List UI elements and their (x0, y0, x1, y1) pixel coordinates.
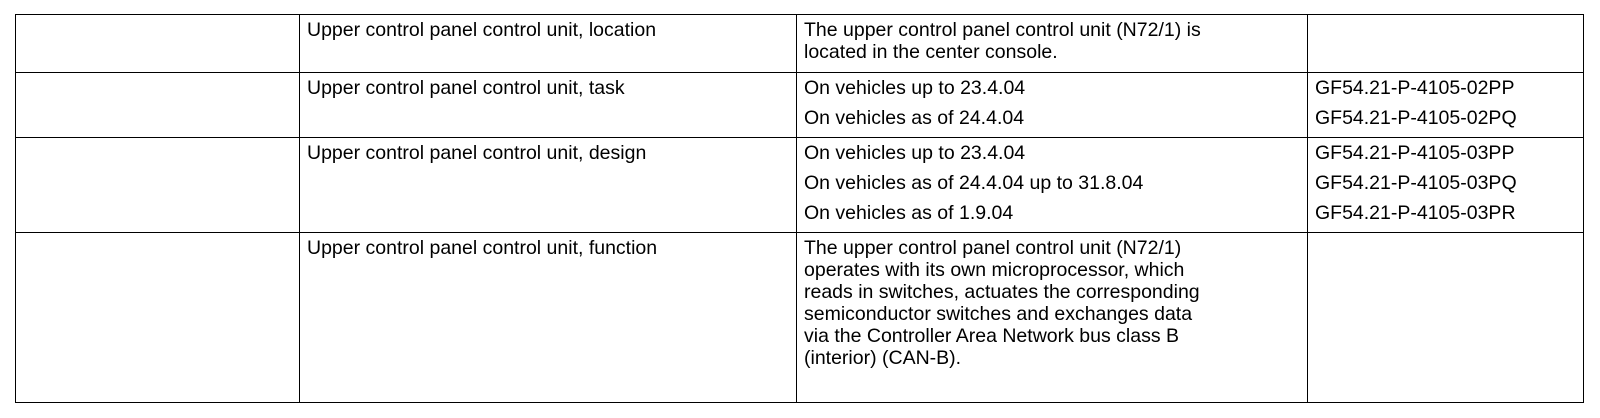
topic-cell: Upper control panel control unit, task (299, 72, 797, 138)
blank-cell (15, 232, 300, 403)
description-cell: The upper control panel control unit (N7… (796, 14, 1308, 73)
blank-cell (15, 14, 300, 73)
topic-text: Upper control panel control unit, functi… (307, 237, 658, 259)
topic-text: Upper control panel control unit, task (307, 77, 625, 99)
document-table: Upper control panel control unit, locati… (15, 14, 1584, 403)
description-line: operates with its own microprocessor, wh… (804, 259, 1185, 281)
reference-link[interactable]: GF54.21-P-4105-03PQ (1315, 172, 1517, 194)
description-line: The upper control panel control unit (N7… (804, 19, 1201, 41)
reference-link[interactable]: GF54.21-P-4105-02PQ (1315, 107, 1517, 129)
condition-cell: On vehicles up to 23.4.04 On vehicles as… (796, 137, 1308, 233)
reference-cell: GF54.21-P-4105-03PP GF54.21-P-4105-03PQ … (1307, 137, 1584, 233)
reference-link[interactable]: GF54.21-P-4105-02PP (1315, 77, 1515, 99)
description-line: via the Controller Area Network bus clas… (804, 325, 1179, 347)
topic-text: Upper control panel control unit, locati… (307, 19, 657, 41)
reference-cell: GF54.21-P-4105-02PP GF54.21-P-4105-02PQ (1307, 72, 1584, 138)
reference-cell (1307, 14, 1584, 73)
condition-text: On vehicles up to 23.4.04 (804, 142, 1026, 164)
description-line: (interior) (CAN-B). (804, 347, 962, 369)
table-row: Upper control panel control unit, task O… (15, 72, 1584, 138)
table-row: Upper control panel control unit, locati… (15, 14, 1584, 73)
topic-cell: Upper control panel control unit, design (299, 137, 797, 233)
reference-link[interactable]: GF54.21-P-4105-03PP (1315, 142, 1515, 164)
description-line: reads in switches, actuates the correspo… (804, 281, 1200, 303)
topic-cell: Upper control panel control unit, locati… (299, 14, 797, 73)
condition-text: On vehicles up to 23.4.04 (804, 77, 1026, 99)
table-row: Upper control panel control unit, design… (15, 137, 1584, 233)
topic-text: Upper control panel control unit, design (307, 142, 647, 164)
reference-cell (1307, 232, 1584, 403)
condition-cell: On vehicles up to 23.4.04 On vehicles as… (796, 72, 1308, 138)
condition-text: On vehicles as of 24.4.04 (804, 107, 1025, 129)
description-line: semiconductor switches and exchanges dat… (804, 303, 1193, 325)
blank-cell (15, 72, 300, 138)
description-line: located in the center console. (804, 41, 1058, 63)
topic-cell: Upper control panel control unit, functi… (299, 232, 797, 403)
description-cell: The upper control panel control unit (N7… (796, 232, 1308, 403)
reference-link[interactable]: GF54.21-P-4105-03PR (1315, 202, 1516, 224)
description-line: The upper control panel control unit (N7… (804, 237, 1182, 259)
table-row: Upper control panel control unit, functi… (15, 232, 1584, 403)
condition-text: On vehicles as of 1.9.04 (804, 202, 1014, 224)
condition-text: On vehicles as of 24.4.04 up to 31.8.04 (804, 172, 1144, 194)
blank-cell (15, 137, 300, 233)
